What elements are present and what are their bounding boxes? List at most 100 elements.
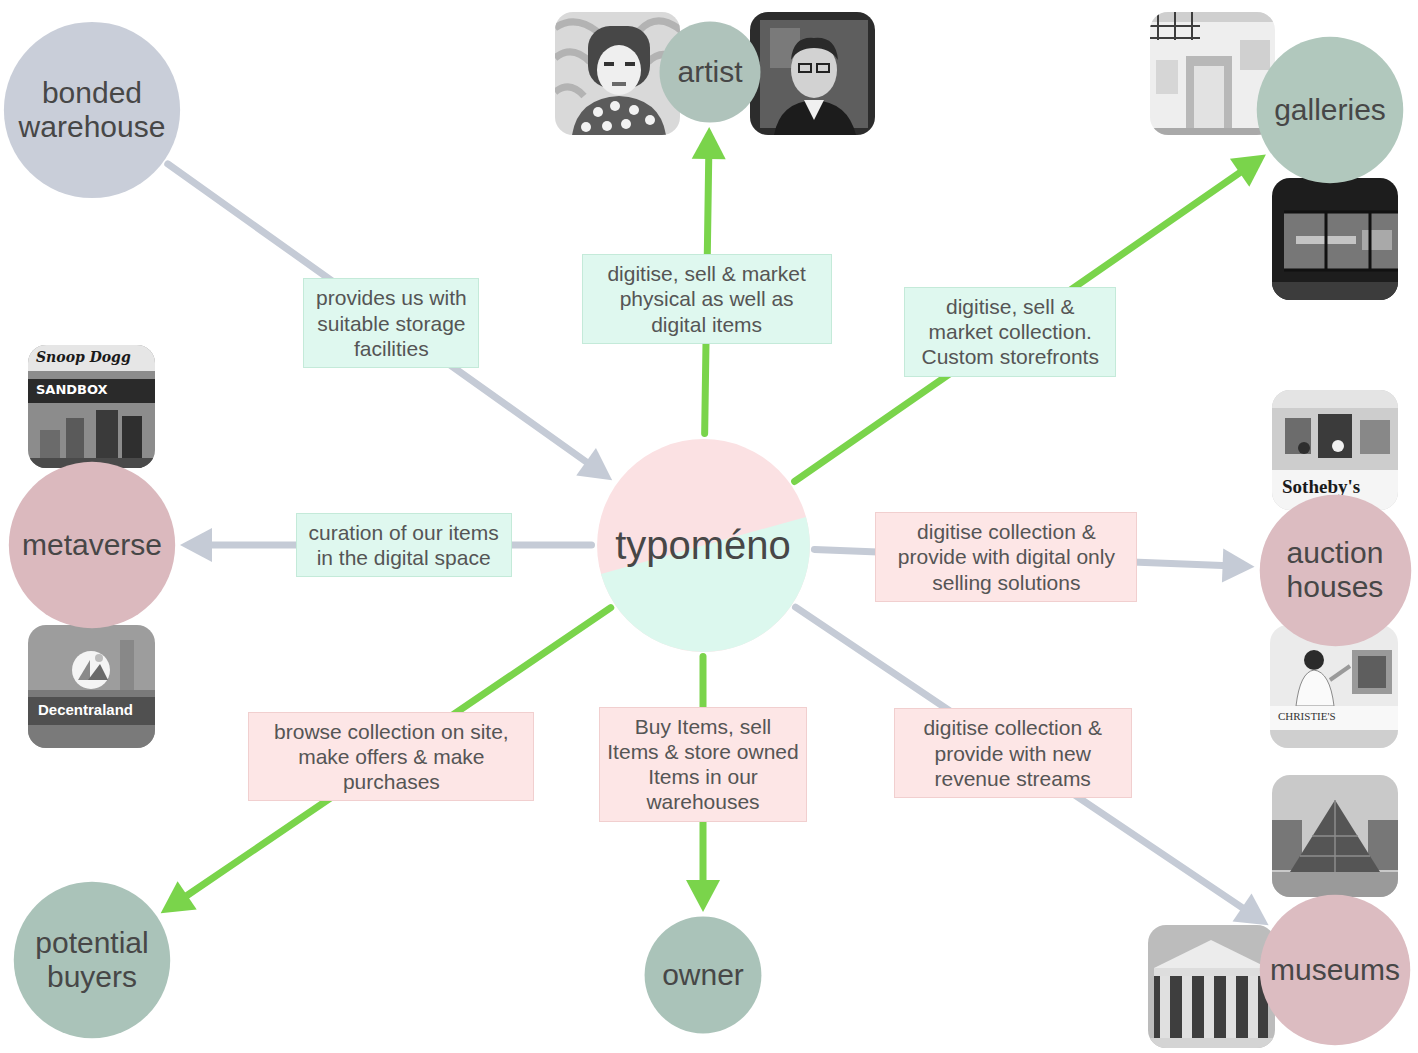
entity-circle: museums (1259, 894, 1411, 1046)
photo-detail (612, 82, 626, 86)
circle-fill (1260, 895, 1410, 1045)
museum-photo (1148, 925, 1275, 1048)
edge-label-box: digitise collection & provide with new r… (894, 708, 1132, 798)
photo-detail (804, 100, 824, 120)
arrow-head (1222, 549, 1255, 583)
photo-detail (602, 121, 612, 131)
photo-detail (1148, 1038, 1275, 1048)
entity-circle: owner (644, 916, 762, 1034)
node-label: auction houses (1275, 536, 1396, 603)
photo-detail (1150, 12, 1200, 40)
node-label: artist (670, 55, 751, 89)
node-label: galleries (1271, 93, 1389, 127)
photo-detail (28, 697, 155, 725)
photo-detail (1272, 390, 1398, 510)
photo-detail (1318, 414, 1352, 458)
photo-detail (1272, 282, 1398, 300)
photo-detail (1272, 872, 1398, 897)
photo-detail (1352, 650, 1392, 694)
circle-fill (1259, 494, 1410, 645)
edge-label: curation of our items in the digital spa… (304, 520, 504, 570)
photo-detail (1148, 925, 1275, 1048)
entity-circle: typoméno (596, 438, 811, 653)
photo-detail (1204, 976, 1214, 1038)
photo-detail (1150, 12, 1275, 135)
photo-detail (1240, 40, 1270, 70)
photo-detail (1270, 730, 1398, 748)
photo-caption: SANDBOX (36, 382, 108, 397)
connector-arrow (168, 164, 612, 480)
edge-label-box: digitise, sell & market physical as well… (582, 254, 832, 344)
arrow-head (161, 881, 197, 913)
photo-detail (1150, 128, 1275, 135)
edge-label: Buy Items, sell Items & store owned Item… (607, 714, 799, 815)
photo-caption: CHRISTIE'S (1278, 710, 1336, 722)
edge-label: digitise, sell & market collection. Cust… (912, 294, 1108, 370)
circle-fill (14, 882, 170, 1038)
photo-detail (78, 660, 90, 680)
photo-detail (120, 640, 134, 690)
photo-detail (28, 690, 155, 748)
connector-line (168, 164, 592, 466)
photo-detail (593, 107, 603, 117)
node-text-group: potential buyers (29, 926, 155, 993)
entity-circle: galleries (1256, 36, 1404, 184)
node-text-group: auction houses (1275, 536, 1396, 603)
photo-caption-box: Sotheby's (1282, 476, 1360, 498)
photo-detail (1154, 940, 1268, 968)
photo-detail (1248, 976, 1258, 1038)
photo-detail (1272, 390, 1398, 408)
circle-half (597, 439, 810, 652)
edge-label-box: curation of our items in the digital spa… (296, 513, 512, 577)
photo-detail (555, 52, 590, 62)
photo-detail (597, 45, 641, 95)
photo-detail (610, 101, 620, 111)
metaverse-photo (28, 345, 155, 468)
photo-detail (1284, 212, 1398, 270)
edge-label: browse collection on site, make offers &… (256, 719, 526, 795)
photo-detail (1156, 60, 1178, 94)
photo-detail (72, 651, 110, 689)
photo-detail (604, 62, 614, 66)
circle-fill (1257, 37, 1404, 184)
node-text-group: bonded warehouse (18, 76, 167, 143)
photo-detail (1285, 418, 1311, 454)
circle-fill (660, 22, 761, 123)
photo-detail (799, 64, 811, 72)
entity-circle: auction houses (1259, 494, 1412, 647)
photo-detail (817, 64, 829, 72)
photo-detail (28, 379, 155, 403)
photo-caption: Decentraland (38, 701, 133, 718)
photo-detail (1284, 212, 1398, 270)
artist-photo (750, 12, 875, 135)
edge-label: digitise, sell & market physical as well… (590, 261, 824, 337)
circle-half (600, 516, 809, 651)
arrow-head (692, 127, 726, 159)
photo-detail (1160, 976, 1170, 1038)
node-label: bonded warehouse (18, 76, 167, 143)
photo-detail (1272, 775, 1398, 897)
photo-detail (1194, 66, 1224, 135)
photo-detail (1358, 656, 1386, 688)
edge-label-box: digitise, sell & market collection. Cust… (904, 287, 1116, 377)
entity-circle: metaverse (8, 461, 176, 629)
photo-detail (28, 345, 155, 371)
photo-caption: Sotheby's (1282, 476, 1360, 498)
photo-detail (1154, 968, 1268, 976)
photo-detail (581, 122, 591, 132)
photo-caption-box: Decentraland (38, 701, 133, 718)
gallery-photo (1272, 178, 1398, 300)
photo-detail (1304, 650, 1324, 670)
photo-detail (572, 96, 666, 135)
photo-caption-box: Snoop Dogg (36, 349, 131, 365)
photo-detail (1360, 420, 1390, 454)
metaverse-photo (28, 625, 155, 748)
photo-detail (629, 105, 639, 115)
node-label: potential buyers (29, 926, 155, 993)
edge-label-box: digitise collection & provide with digit… (875, 512, 1137, 602)
node-text-group: galleries (1271, 93, 1389, 127)
photo-caption-box: CHRISTIE'S (1278, 710, 1336, 722)
photo-detail (760, 20, 868, 128)
photo-detail (1332, 440, 1344, 452)
photo-detail (1272, 178, 1398, 300)
